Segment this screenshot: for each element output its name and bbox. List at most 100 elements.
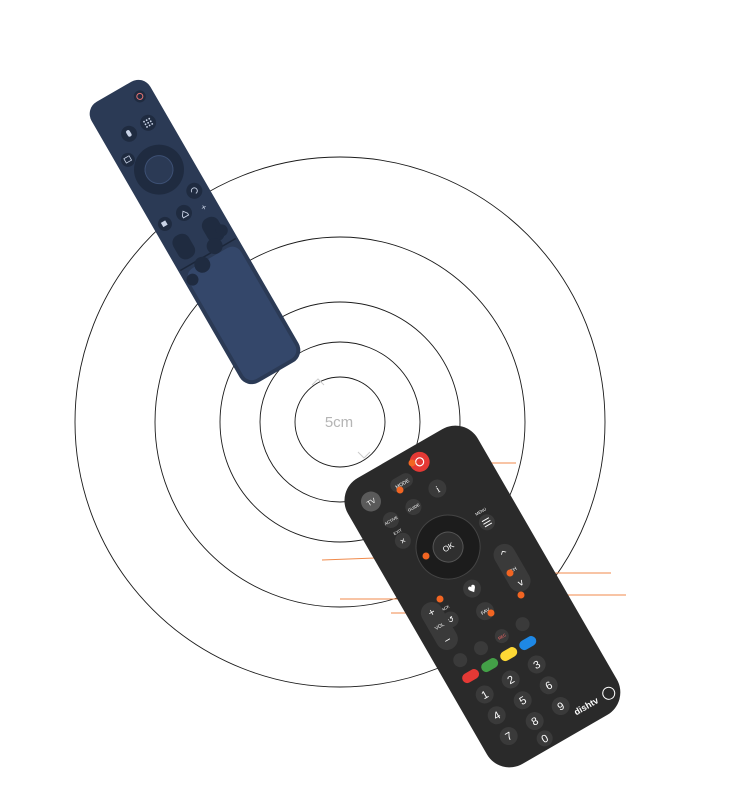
dish-remote-body: [344, 425, 621, 768]
blue-key[interactable]: [517, 634, 538, 652]
ring-1: [294, 376, 386, 468]
power-icon: [136, 92, 144, 100]
number-key-9[interactable]: 9: [548, 694, 573, 719]
svg-text:6: 6: [544, 679, 555, 692]
volume-rocker[interactable]: [169, 231, 198, 263]
number-key-2[interactable]: 2: [498, 667, 523, 692]
menu-button-dish[interactable]: MENU: [472, 505, 497, 533]
svg-text:5: 5: [518, 694, 529, 707]
info-button[interactable]: i: [425, 476, 450, 501]
svg-text:7: 7: [504, 730, 515, 743]
svg-text:2: 2: [506, 674, 517, 687]
close-icon: ×: [398, 535, 408, 546]
svg-text:1: 1: [480, 689, 491, 702]
minus-icon: −: [442, 634, 454, 648]
samsung-remote: +: [89, 79, 301, 385]
svg-text:FAV: FAV: [480, 607, 491, 617]
menu-icon: [481, 517, 493, 528]
active-button[interactable]: ACTIVE: [380, 509, 402, 531]
home-button[interactable]: [173, 202, 195, 224]
number-key-3[interactable]: 3: [524, 652, 549, 677]
plus-icon: +: [426, 606, 438, 620]
tv-button[interactable]: TV: [357, 488, 384, 515]
distance-rings: [74, 156, 606, 688]
numpad-button[interactable]: [137, 112, 159, 134]
rewind-button[interactable]: [451, 651, 470, 670]
app-button-3[interactable]: [184, 271, 200, 287]
app-button-1[interactable]: [191, 254, 213, 276]
svg-text:9: 9: [556, 700, 567, 713]
exit-button[interactable]: EXIT ×: [389, 526, 413, 552]
plus-icon[interactable]: +: [199, 202, 209, 213]
callout-dot-ch: [517, 591, 525, 599]
ok-button[interactable]: [428, 527, 469, 568]
play-pause-button[interactable]: [155, 214, 174, 233]
number-key-7[interactable]: 7: [496, 724, 521, 749]
forward-button[interactable]: [513, 615, 532, 634]
red-key[interactable]: [460, 667, 481, 685]
number-key-0[interactable]: 0: [534, 727, 556, 749]
callout-dots: [396, 459, 525, 617]
app-button-2[interactable]: [204, 235, 226, 257]
power-button-dish[interactable]: [406, 448, 433, 475]
svg-text:MENU: MENU: [474, 506, 487, 516]
svg-text:i: i: [434, 484, 442, 495]
volume-rocker-dish[interactable]: + VOL −: [417, 598, 462, 654]
back-button[interactable]: [183, 180, 205, 202]
svg-text:TV: TV: [366, 497, 378, 508]
svg-text:VOL: VOL: [434, 622, 446, 632]
svg-text:CH: CH: [509, 566, 519, 575]
callout-dot-mode: [396, 486, 404, 494]
samsung-remote-lower-panel: [187, 246, 297, 381]
channel-rocker[interactable]: [199, 214, 228, 246]
heart-button[interactable]: ♥: [460, 576, 485, 601]
ring-2: [259, 341, 421, 503]
navigation-ring-dish[interactable]: OK: [404, 503, 491, 590]
corner-bracket-bottom: [357, 451, 371, 459]
mic-button[interactable]: [118, 123, 140, 145]
numpad-icon: [143, 117, 154, 128]
menu-button[interactable]: [118, 150, 137, 169]
number-key-4[interactable]: 4: [484, 703, 509, 728]
app-button-4[interactable]: [214, 222, 230, 238]
mic-icon: [126, 130, 132, 137]
play-pause-icon: [160, 220, 168, 228]
number-key-8[interactable]: 8: [522, 709, 547, 734]
guide-button[interactable]: GUIDE: [402, 496, 424, 518]
back-icon: [190, 187, 198, 194]
dish-remote: TV MODE ACTIVE GUIDE EXIT × i: [344, 425, 621, 768]
color-keys: [460, 634, 538, 685]
back-icon: ↺: [446, 614, 457, 625]
rec-button[interactable]: REC: [492, 627, 511, 646]
menu-icon: [123, 155, 133, 164]
svg-text:REC: REC: [497, 632, 507, 641]
home-icon: [181, 210, 190, 219]
power-icon: [415, 457, 425, 467]
number-key-1[interactable]: 1: [472, 682, 497, 707]
ring-3: [219, 301, 461, 543]
play-pause-button-dish[interactable]: [471, 639, 490, 658]
callout-dot-fav: [487, 609, 495, 617]
svg-text:4: 4: [492, 709, 503, 722]
channel-rocker-dish[interactable]: ^ CH v: [490, 540, 535, 596]
green-key[interactable]: [479, 656, 500, 674]
corner-bracket-top: [311, 378, 325, 386]
ring-4: [154, 236, 526, 608]
exit-label: EXIT: [393, 527, 404, 536]
samsung-remote-seam: [179, 237, 237, 272]
svg-text:GUIDE: GUIDE: [407, 502, 421, 513]
yellow-key[interactable]: [498, 645, 519, 663]
svg-text:ACTIVE: ACTIVE: [384, 514, 399, 526]
center-distance-label: 5cm: [325, 414, 353, 431]
callout-dot-power: [408, 459, 416, 467]
svg-text:0: 0: [540, 733, 551, 746]
select-button[interactable]: [140, 151, 178, 189]
navigation-ring[interactable]: [125, 135, 193, 203]
svg-text:3: 3: [532, 659, 543, 672]
callout-dot-back: [436, 595, 444, 603]
number-key-5[interactable]: 5: [510, 688, 535, 713]
power-button[interactable]: [132, 88, 148, 104]
number-key-6[interactable]: 6: [536, 673, 561, 698]
svg-text:8: 8: [530, 715, 541, 728]
